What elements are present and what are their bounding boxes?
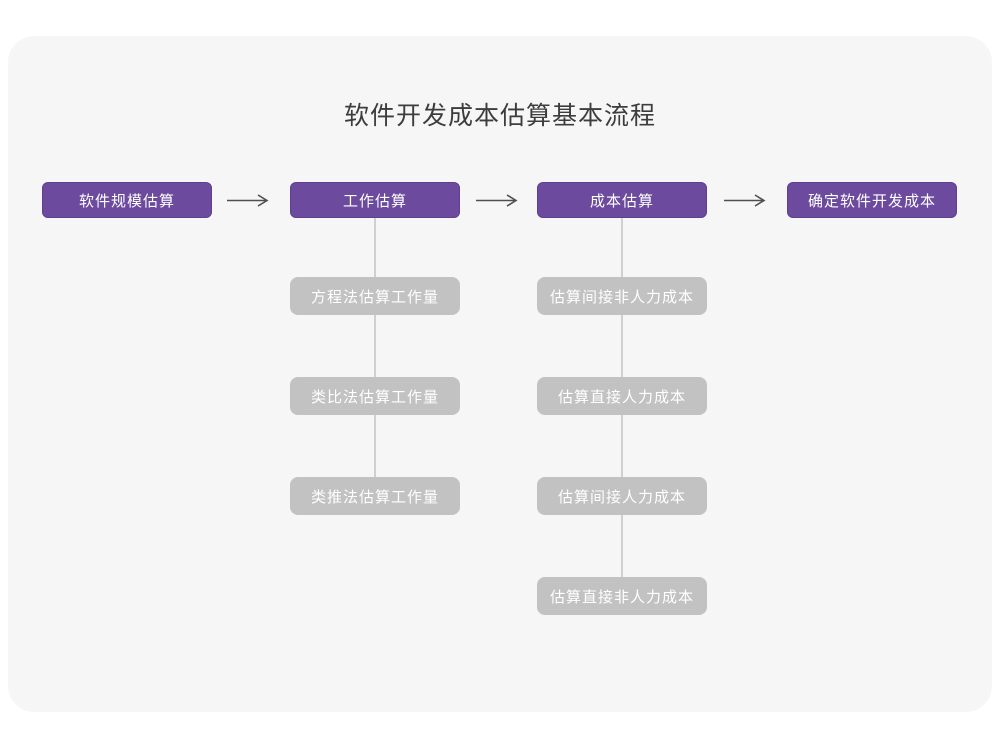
- sub-node-direct-nonlabor-cost: 估算直接非人力成本: [537, 577, 707, 615]
- flow-node-determine-software-dev-cost: 确定软件开发成本: [787, 182, 957, 218]
- sub-node-extrapolation-method: 类推法估算工作量: [290, 477, 460, 515]
- arrow-right-icon: [723, 193, 769, 208]
- sub-node-indirect-nonlabor-cost: 估算间接非人力成本: [537, 277, 707, 315]
- diagram-title: 软件开发成本估算基本流程: [343, 102, 656, 130]
- sub-node-analogy-method: 类比法估算工作量: [290, 377, 460, 415]
- connector-line-work: [374, 218, 376, 496]
- sub-node-equation-method: 方程法估算工作量: [290, 277, 460, 315]
- arrow-right-icon: [226, 193, 272, 208]
- flow-node-cost-estimation: 成本估算: [537, 182, 707, 218]
- sub-node-indirect-labor-cost: 估算间接人力成本: [537, 477, 707, 515]
- flow-node-software-scale-estimation: 软件规模估算: [42, 182, 212, 218]
- arrow-right-icon: [475, 193, 521, 208]
- sub-node-direct-labor-cost: 估算直接人力成本: [537, 377, 707, 415]
- flow-node-work-estimation: 工作估算: [290, 182, 460, 218]
- diagram-card: [8, 36, 992, 712]
